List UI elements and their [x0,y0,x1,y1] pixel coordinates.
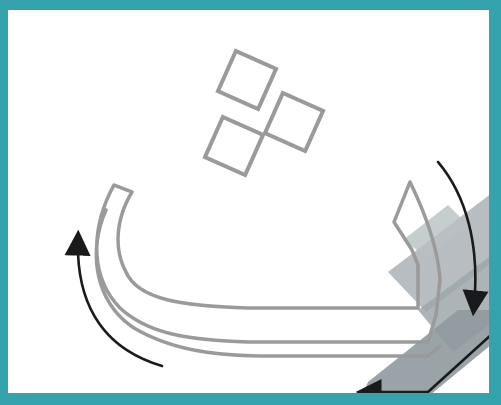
diagram-canvas [8,10,501,405]
dot-right [265,93,323,151]
letter-inner-line [96,210,440,356]
letter-outline [96,182,440,356]
background-bands [358,180,501,405]
dot-top [218,51,276,109]
dot-left [205,117,263,175]
letter-outer-contour [97,182,440,342]
diamond-dots [205,51,323,175]
